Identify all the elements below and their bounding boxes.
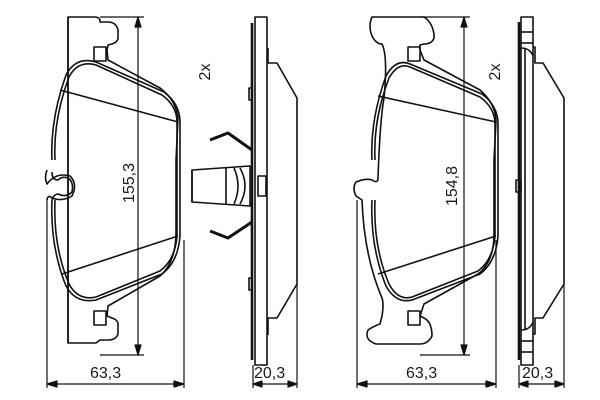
right-thickness-dimension	[518, 284, 565, 388]
right-quantity-label: 2x	[487, 63, 504, 81]
right-width-dimension	[356, 200, 497, 388]
left-quantity-label: 2x	[197, 63, 214, 81]
left-width-dimension	[46, 200, 185, 388]
left-pad-height-label: 155,3	[121, 162, 138, 204]
left-thickness-label: 20,3	[254, 365, 286, 382]
right-pad-height-label: 154,8	[444, 165, 461, 207]
left-pad-side-view	[191, 16, 298, 366]
right-pad-side-view	[515, 16, 565, 366]
right-pad-front-view	[353, 16, 499, 345]
left-pad-width-label: 63,3	[90, 365, 122, 382]
left-thickness-dimension	[252, 284, 298, 388]
right-thickness-label: 20,3	[522, 365, 554, 382]
right-height-dimension	[420, 16, 470, 356]
left-height-dimension	[100, 16, 144, 356]
left-pad-front-view	[44, 16, 181, 344]
right-pad-width-label: 63,3	[406, 365, 438, 382]
